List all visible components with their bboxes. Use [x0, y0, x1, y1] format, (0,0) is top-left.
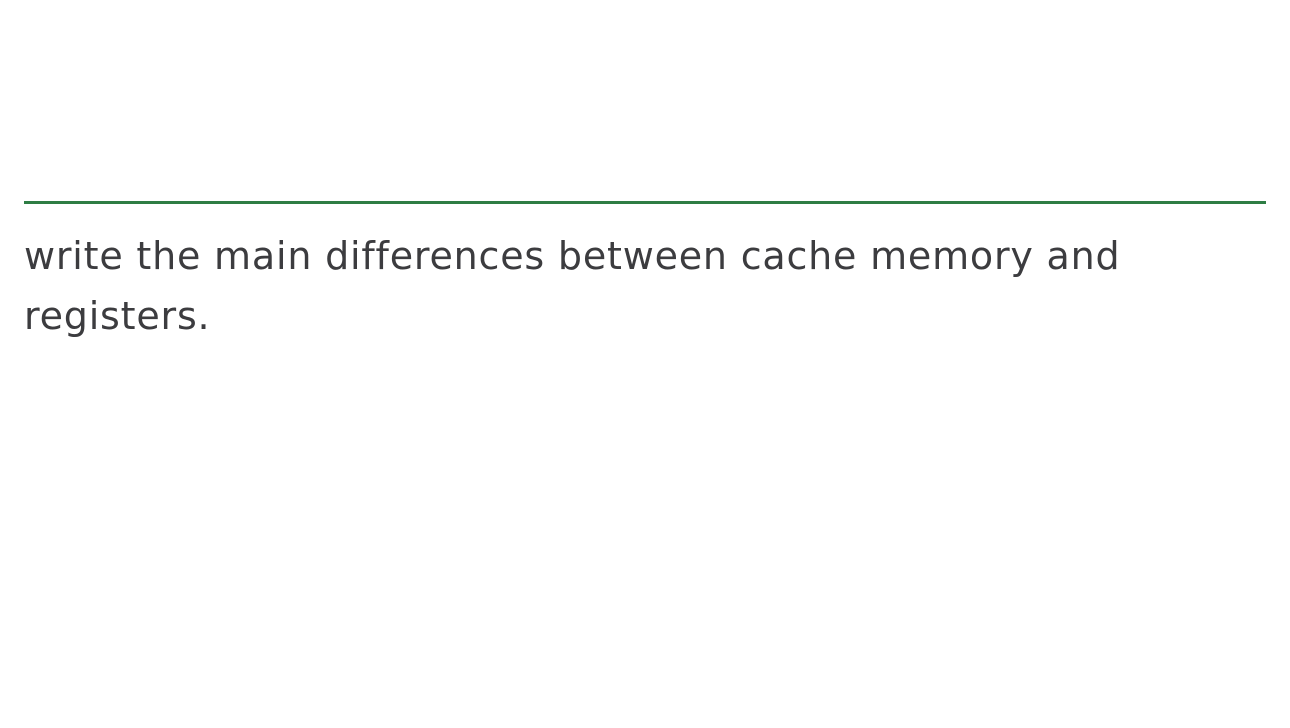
question-text: write the main differences between cache…	[24, 234, 1121, 338]
divider	[24, 201, 1266, 204]
